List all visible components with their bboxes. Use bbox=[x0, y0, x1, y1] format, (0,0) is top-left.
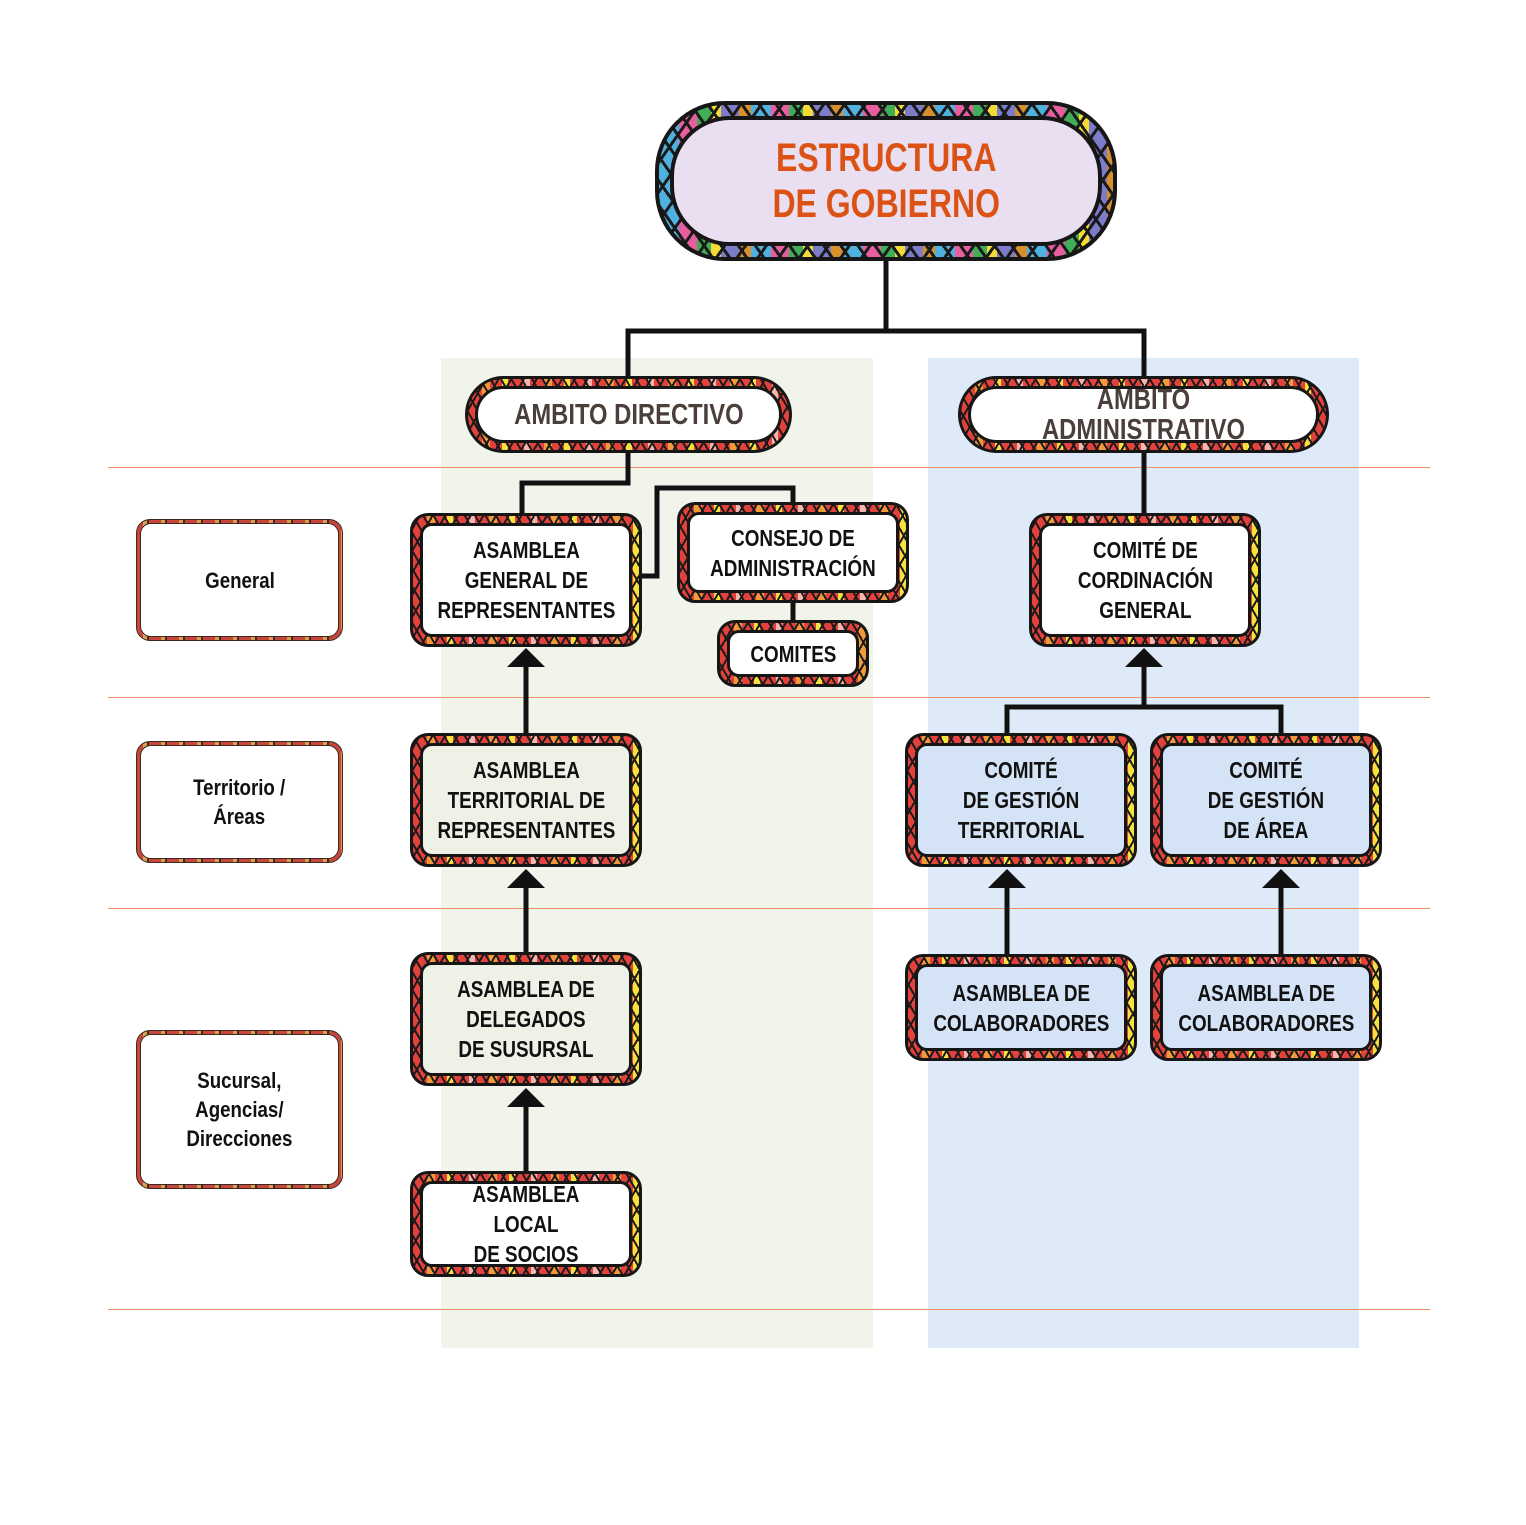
node-asamblea-local: ASAMBLEA LOCAL DE SOCIOS bbox=[410, 1171, 642, 1277]
connector-asamblea-general-to-consejo bbox=[640, 485, 796, 579]
scope-directivo: AMBITO DIRECTIVO bbox=[465, 376, 792, 453]
arrow-head-icon bbox=[1125, 648, 1163, 667]
node-consejo-administracion: CONSEJO DE ADMINISTRACIÓN bbox=[677, 502, 909, 603]
node-asamblea-general: ASAMBLEA GENERAL DE REPRESENTANTES bbox=[410, 513, 642, 647]
node-text: CONSEJO DE ADMINISTRACIÓN bbox=[710, 524, 876, 581]
node-text: ASAMBLEA GENERAL DE REPRESENTANTES bbox=[437, 537, 615, 623]
connector-title-to-scopes bbox=[625, 328, 1147, 380]
node-text: COMITÉ DE GESTIÓN DE ÁREA bbox=[1207, 757, 1325, 843]
node-comite-gestion-area: COMITÉ DE GESTIÓN DE ÁREA bbox=[1150, 733, 1382, 867]
node-asamblea-colaboradores-area: ASAMBLEA DE COLABORADORES bbox=[1150, 954, 1382, 1061]
level-label-text: Sucursal, Agencias/ Direcciones bbox=[186, 1068, 293, 1151]
arrow-head-icon bbox=[507, 648, 545, 667]
node-text: ASAMBLEA LOCAL DE SOCIOS bbox=[472, 1181, 580, 1267]
node-asamblea-territorial: ASAMBLEA TERRITORIAL DE REPRESENTANTES bbox=[410, 733, 642, 867]
level-label-text: Territorio / Áreas bbox=[193, 775, 286, 829]
level-divider bbox=[108, 467, 1430, 468]
level-divider bbox=[108, 908, 1430, 909]
node-text: ASAMBLEA DE COLABORADORES bbox=[1177, 979, 1355, 1036]
level-label-text: General bbox=[204, 567, 275, 593]
arrow-head-icon bbox=[507, 1088, 545, 1107]
arrow-head-icon bbox=[507, 869, 545, 888]
node-asamblea-colaboradores-territorial: ASAMBLEA DE COLABORADORES bbox=[905, 954, 1137, 1061]
node-text: ASAMBLEA DE DELEGADOS DE SUSURSAL bbox=[457, 976, 595, 1062]
connector-directivo-to-asamblea-general bbox=[519, 450, 631, 517]
node-text: ASAMBLEA TERRITORIAL DE REPRESENTANTES bbox=[437, 757, 615, 843]
node-comites: COMITES bbox=[717, 620, 869, 687]
node-text: ASAMBLEA DE COLABORADORES bbox=[932, 979, 1110, 1036]
node-comite-coordinacion: COMITÉ DE CORDINACIÓN GENERAL bbox=[1029, 513, 1261, 647]
level-divider bbox=[108, 697, 1430, 698]
scope-administrativo: AMBITO ADMINISTRATIVO bbox=[958, 376, 1329, 453]
level-label-sucursal: Sucursal, Agencias/ Direcciones bbox=[136, 1030, 343, 1189]
arrow-head-icon bbox=[988, 869, 1026, 888]
arrow-head-icon bbox=[1262, 869, 1300, 888]
level-label-territorio: Territorio / Áreas bbox=[136, 741, 343, 863]
page-title: ESTRUCTURA DE GOBIERNO bbox=[772, 136, 1000, 226]
node-text: COMITÉ DE CORDINACIÓN GENERAL bbox=[1077, 537, 1213, 623]
scope-administrativo-label: AMBITO ADMINISTRATIVO bbox=[1041, 383, 1246, 446]
node-asamblea-delegados: ASAMBLEA DE DELEGADOS DE SUSURSAL bbox=[410, 952, 642, 1086]
level-divider bbox=[108, 1309, 1430, 1310]
title-node: ESTRUCTURA DE GOBIERNO bbox=[655, 101, 1117, 261]
node-text: COMITES bbox=[750, 640, 836, 667]
node-text: COMITÉ DE GESTIÓN TERRITORIAL bbox=[957, 757, 1085, 843]
node-comite-gestion-territorial: COMITÉ DE GESTIÓN TERRITORIAL bbox=[905, 733, 1137, 867]
level-label-general: General bbox=[136, 519, 343, 641]
scope-directivo-label: AMBITO DIRECTIVO bbox=[513, 398, 744, 431]
